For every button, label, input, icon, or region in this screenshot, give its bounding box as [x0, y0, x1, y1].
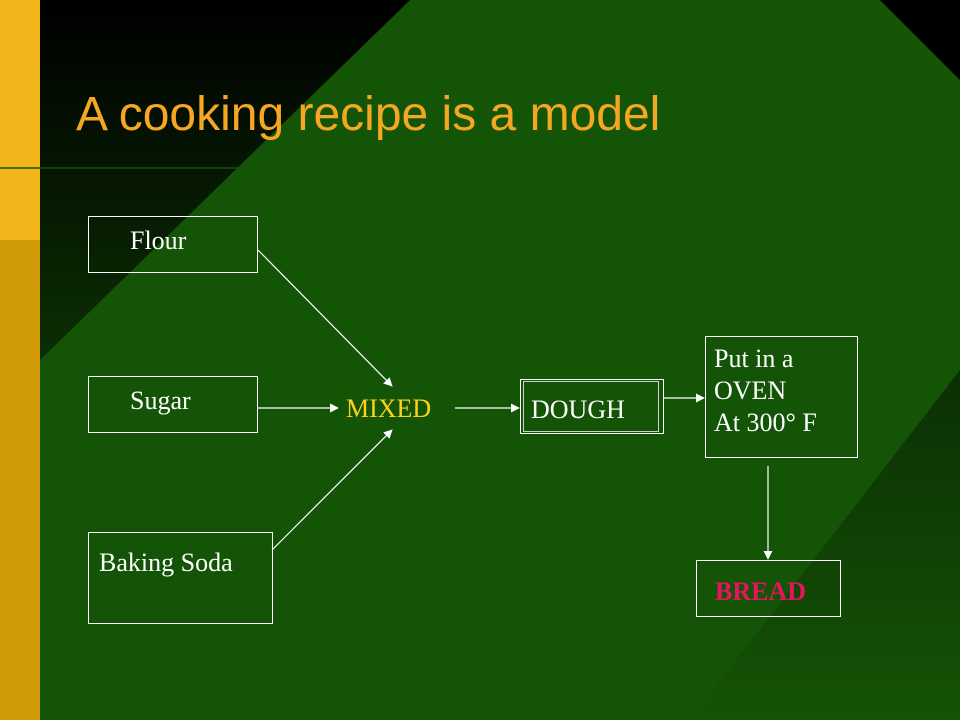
baking-soda-label: Baking Soda — [99, 548, 233, 577]
bread-box — [696, 560, 841, 617]
accent-bar-upper — [0, 0, 40, 240]
oven-line-2: OVEN — [714, 376, 787, 406]
flour-label: Flour — [130, 226, 187, 255]
arrow-flour-to-mixed — [257, 249, 393, 387]
arrow-soda-to-mixed — [271, 429, 393, 551]
background-corner — [880, 0, 960, 80]
baking-soda-box — [88, 532, 273, 624]
oven-label: Put in a OVEN At 300° F — [714, 343, 817, 440]
dough-label: DOUGH — [531, 395, 625, 424]
dough-box-inner — [523, 381, 659, 432]
oven-line-1: Put in a — [714, 344, 794, 373]
sugar-box — [88, 376, 258, 433]
mixed-label: MIXED — [346, 394, 432, 423]
sugar-label: Sugar — [130, 386, 191, 415]
background-diamond — [40, 0, 960, 720]
oven-box — [705, 336, 858, 458]
dough-box — [520, 379, 664, 434]
bread-label: BREAD — [715, 577, 807, 606]
oven-line-3: At 300° F — [714, 408, 817, 438]
accent-bar-lower — [0, 240, 40, 720]
slide-title: A cooking recipe is a model — [76, 88, 661, 141]
flour-box — [88, 216, 258, 273]
